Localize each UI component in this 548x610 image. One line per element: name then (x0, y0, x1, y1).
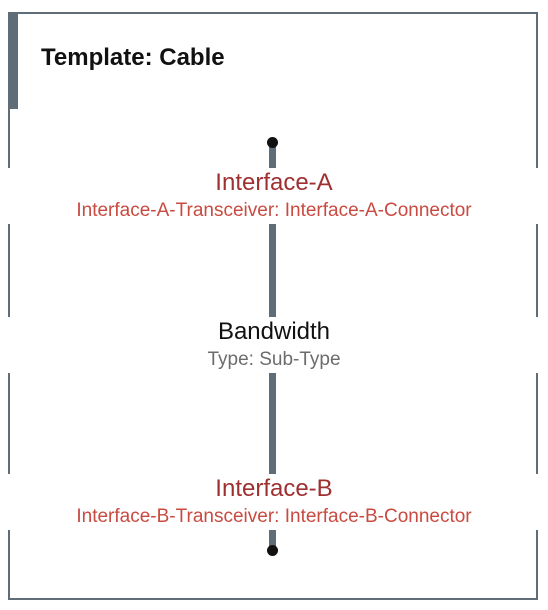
interface-b-name: Interface-B (213, 474, 335, 504)
endpoint-b-dot (267, 545, 278, 556)
page-title: Template: Cable (41, 44, 225, 71)
interface-b-detail: Interface-B-Transceiver: Interface-B-Con… (74, 504, 474, 530)
interface-a-name: Interface-A (213, 168, 335, 198)
title-accent-bar (8, 12, 18, 109)
bandwidth-block: Bandwidth Type: Sub-Type (0, 317, 548, 373)
endpoint-a-dot (267, 137, 278, 148)
bandwidth-label: Bandwidth (215, 317, 333, 347)
interface-a-detail: Interface-A-Transceiver: Interface-A-Con… (74, 198, 474, 224)
interface-b-block: Interface-B Interface-B-Transceiver: Int… (0, 474, 548, 530)
bandwidth-type: Type: Sub-Type (205, 347, 343, 373)
interface-a-block: Interface-A Interface-A-Transceiver: Int… (0, 168, 548, 224)
